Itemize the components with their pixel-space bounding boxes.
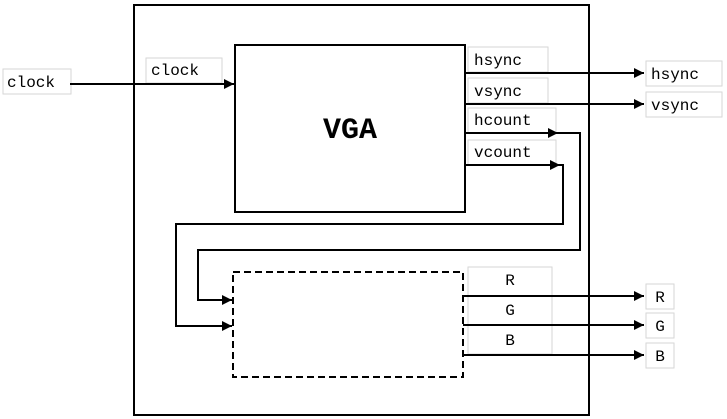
input-clock-label: clock [7, 74, 55, 92]
hcount-port-label: hcount [474, 112, 532, 130]
vsync-output-label-box [645, 91, 723, 118]
hcount-wire [197, 132, 581, 305]
vcount-port-label: vcount [474, 144, 532, 162]
r-port-label: R [505, 272, 515, 290]
g-output-label-box [645, 312, 675, 339]
outer-module-box [133, 4, 590, 416]
vsync-output-label: vsync [651, 97, 699, 115]
g-output-label: G [655, 318, 665, 336]
hsync-port-label: hsync [474, 52, 522, 70]
vsync-port-label: vsync [474, 83, 522, 101]
g-port-label: G [505, 302, 515, 320]
r-output-label: R [655, 289, 665, 307]
b-output-label: B [655, 348, 665, 366]
vga-block [234, 44, 466, 213]
vga-clock-port-label: clock [151, 62, 199, 80]
hsync-output-label-box [645, 60, 723, 87]
b-output-label-box [645, 342, 675, 369]
hsync-output-label: hsync [651, 66, 699, 84]
b-port-label: B [505, 332, 515, 350]
r-output-label-box [645, 283, 675, 310]
vga-title: VGA [323, 114, 377, 148]
input-clock-label-box [2, 68, 72, 95]
pixel-block [232, 271, 464, 378]
